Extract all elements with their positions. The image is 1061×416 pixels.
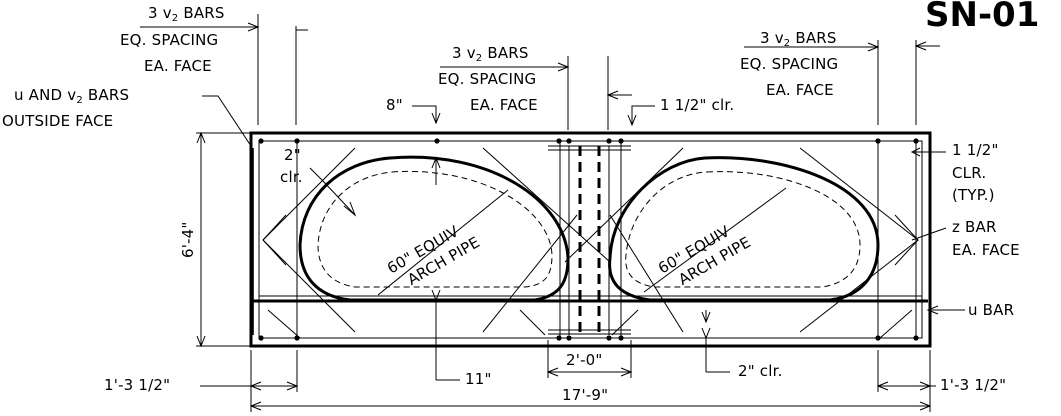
overall-dim: 17'-9" [562, 386, 608, 404]
svg-text:1 1/2": 1 1/2" [952, 141, 999, 159]
svg-text:3 v2 BARS: 3 v2 BARS [760, 29, 837, 49]
svg-text:EA. FACE: EA. FACE [470, 96, 538, 114]
svg-text:EA. FACE: EA. FACE [952, 241, 1020, 259]
label-z-bar: z BAR EA. FACE [911, 218, 1020, 259]
left-edge-dim: 1'-3 1/2" [104, 376, 170, 394]
label-top-cover: 8" [386, 96, 441, 185]
label-outside-face: u AND v2 BARS OUTSIDE FACE [2, 86, 252, 147]
label-right-bars: 3 v2 BARS EQ. SPACING EA. FACE [740, 29, 940, 125]
right-arch-pipe [608, 156, 880, 302]
label-top-clr: 1 1/2" clr. [627, 96, 734, 127]
label-center-bars: 3 v2 BARS EQ. SPACING EA. FACE [438, 44, 632, 130]
middle-dim: 2'-0" [566, 351, 603, 369]
svg-text:2": 2" [284, 146, 301, 164]
bottom-dimensions: 2'-0" 11" 2" clr. 1'-3 1/2" 1'-3 1/2" 17… [104, 289, 1006, 412]
svg-text:1 1/2" clr.: 1 1/2" clr. [660, 96, 734, 114]
svg-text:OUTSIDE FACE: OUTSIDE FACE [2, 112, 113, 130]
svg-text:EA. FACE: EA. FACE [766, 81, 834, 99]
svg-text:u BAR: u BAR [968, 301, 1014, 319]
svg-text:3 v2 BARS: 3 v2 BARS [452, 44, 529, 64]
left-arch-pipe-inner [317, 170, 553, 288]
svg-text:CLR.: CLR. [952, 164, 986, 182]
svg-text:(TYP.): (TYP.) [952, 186, 995, 204]
rebar-cage [258, 140, 923, 339]
svg-text:EA. FACE: EA. FACE [144, 57, 212, 75]
svg-text:z BAR: z BAR [952, 218, 997, 236]
svg-text:u AND v2 BARS: u AND v2 BARS [14, 86, 129, 106]
label-top-left-bars: 3 v2 BARS EQ. SPACING EA. FACE [120, 4, 308, 125]
bottom-11: 11" [465, 370, 492, 388]
bar-dots [258, 138, 919, 341]
height-dimension: 6'-4" [179, 131, 250, 348]
svg-text:EQ. SPACING: EQ. SPACING [740, 55, 838, 73]
label-right-clr: 1 1/2" CLR. (TYP.) [910, 141, 999, 204]
label-u-bar: u BAR [926, 301, 1014, 319]
left-pipe-label: 60" EQUIV ARCH PIPE [384, 222, 483, 289]
svg-text:3 v2 BARS: 3 v2 BARS [148, 4, 225, 24]
right-arch-pipe-inner [625, 171, 861, 288]
right-pipe-diameter [643, 187, 787, 293]
middle-wall [548, 141, 631, 338]
bottom-clr: 2" clr. [738, 362, 783, 380]
corner-title: SN-01 [925, 0, 1039, 35]
svg-text:6'-4": 6'-4" [179, 221, 197, 258]
vertical-bars [252, 141, 917, 338]
svg-text:8": 8" [386, 96, 403, 114]
right-pipe-label: 60" EQUIV ARCH PIPE [655, 222, 754, 289]
left-arch-pipe [298, 155, 570, 302]
diagonal-bars [262, 147, 919, 339]
right-edge-dim: 1'-3 1/2" [940, 376, 1006, 394]
left-pipe-diameter [377, 189, 509, 296]
svg-text:EQ. SPACING: EQ. SPACING [120, 31, 218, 49]
concrete-outline [249, 131, 932, 348]
label-left-clr: 2" clr. [280, 146, 357, 217]
svg-text:clr.: clr. [280, 168, 303, 186]
svg-text:EQ. SPACING: EQ. SPACING [438, 70, 536, 88]
